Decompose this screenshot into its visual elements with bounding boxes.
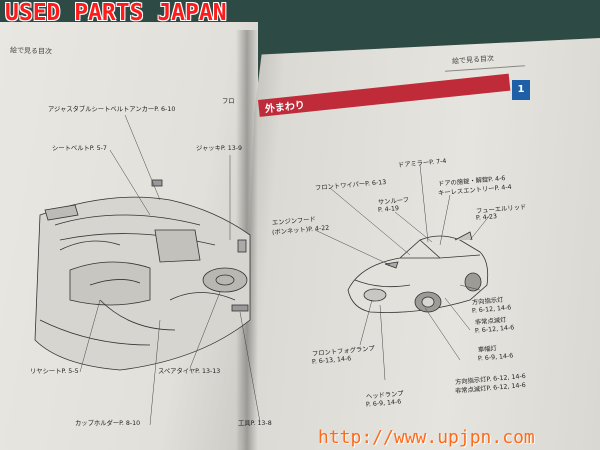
interior-cutaway-drawing <box>34 179 251 371</box>
left-leader-lines <box>79 114 261 426</box>
label-jack: ジャッキP. 13-9 <box>196 145 242 152</box>
watermark-used-parts-japan: USED PARTS JAPAN <box>5 0 227 26</box>
section-title: 外まわり <box>264 100 306 116</box>
label-tools: 工具P. 13-8 <box>238 420 272 427</box>
left-page-header: 絵で見る目次 <box>9 46 53 56</box>
watermark-url: http://www.upjpn.com <box>318 427 535 448</box>
label-adjustable-anchor: アジャスタブルシートベルトアンカーP. 6-10 <box>48 106 176 113</box>
label-seatbelt: シートベルトP. 5-7 <box>52 145 107 152</box>
label-spare-tire: スペアタイヤP. 13-13 <box>158 368 221 375</box>
right-leader-lines <box>314 164 491 381</box>
label-cup-holder: カップホルダーP. 8-10 <box>75 420 141 427</box>
label-rear-seat: リヤシートP. 5-5 <box>30 368 79 375</box>
label-front-partial: フロ <box>222 98 235 105</box>
chapter-tab: 1 <box>512 80 530 100</box>
exterior-car-drawing <box>347 231 489 313</box>
